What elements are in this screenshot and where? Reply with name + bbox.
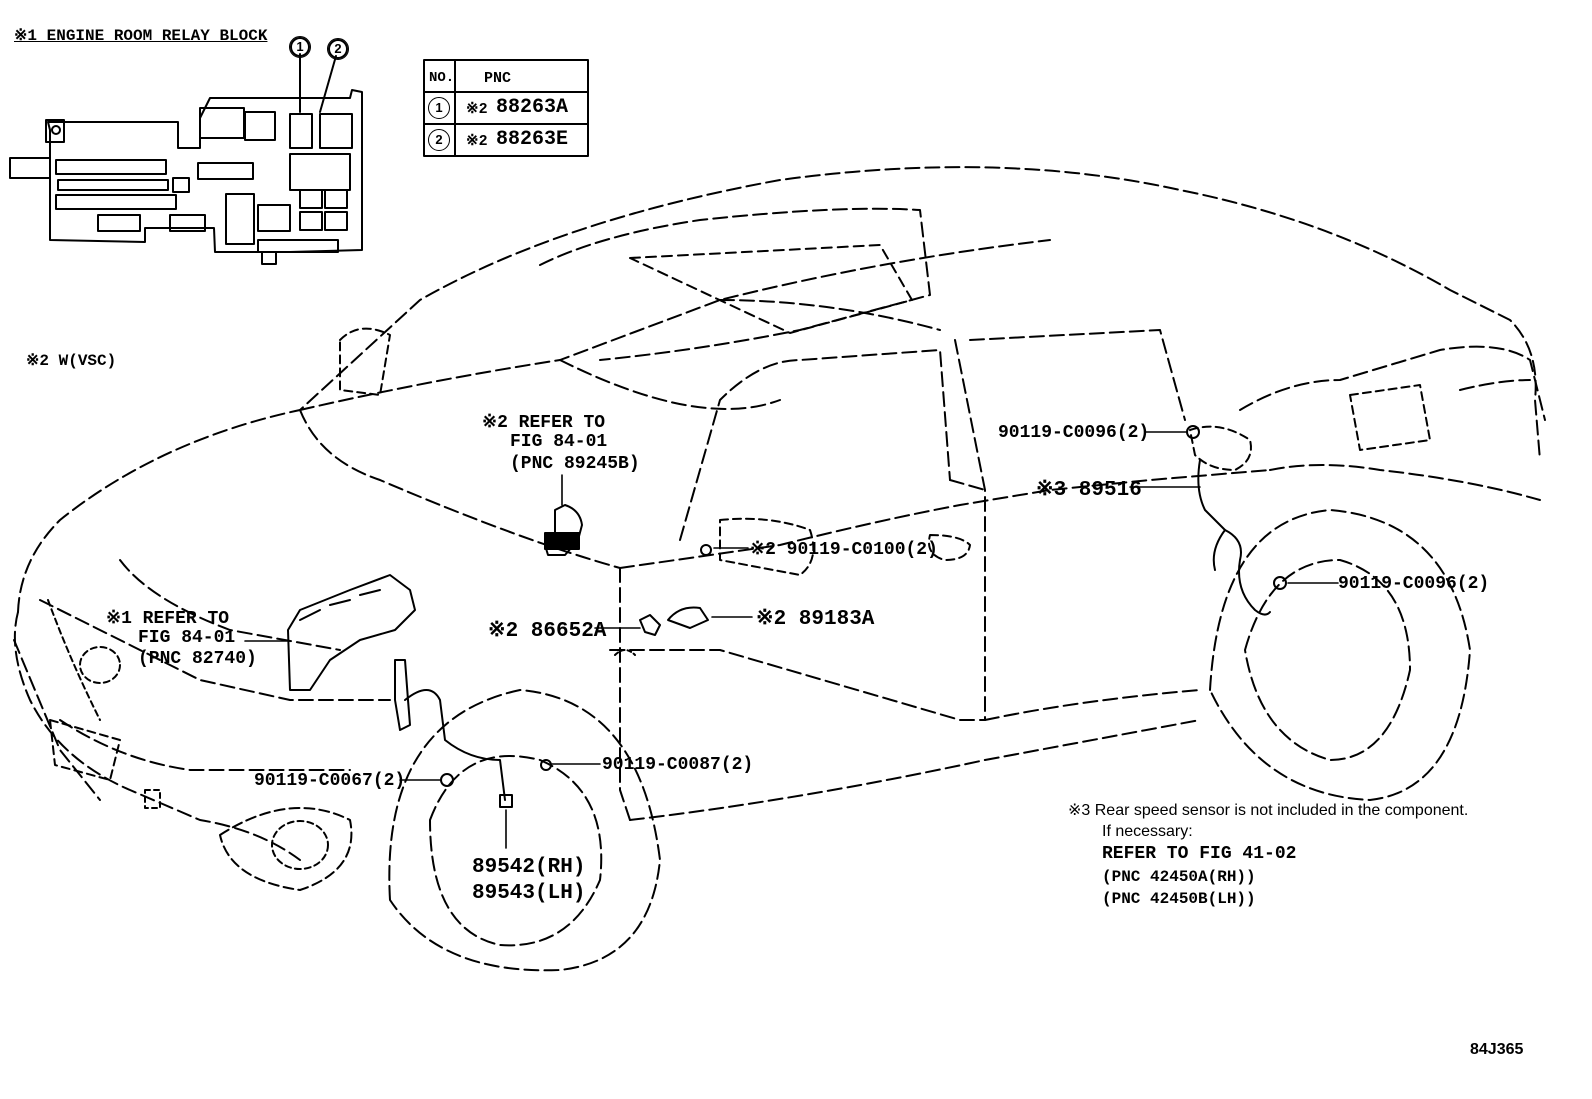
callout-2: 2 [327, 38, 349, 60]
pnc-table-grid [423, 59, 589, 157]
footnote-line2: If necessary: [1102, 823, 1193, 840]
pnc-table-header-no: NO. [429, 70, 455, 86]
footnote-line3: REFER TO FIG 41-02 [1102, 844, 1297, 864]
label-rear-sensor: ※3 89516 [1036, 479, 1142, 502]
label-bolt-front-right: 90119-C0087(2) [602, 755, 754, 775]
figure-code: 84J365 [1470, 1041, 1524, 1058]
front-wheel [388, 689, 661, 972]
pnc-row-1-pnc: 88263A [496, 96, 569, 119]
label-front-sensor-lh: 89543(LH) [472, 882, 586, 905]
footnote-line4: (PNC 42450A(RH)) [1102, 868, 1256, 886]
label-bracket-86652a: ※2 86652A [488, 620, 607, 643]
rear-wheel [1209, 509, 1471, 801]
refer-left-line1: ※1 REFER TO [106, 609, 230, 629]
refer-left-line3: (PNC 82740) [138, 649, 257, 669]
pnc-row-2-no: 2 [428, 129, 450, 151]
pnc-table-header-pnc: PNC [484, 70, 512, 87]
label-front-sensor-rh: 89542(RH) [472, 856, 586, 879]
footnote-line1: ※3 Rear speed sensor is not included in … [1068, 802, 1469, 819]
pnc-row-2-pnc: 88263E [496, 128, 569, 151]
refer-top-line1: ※2 REFER TO [482, 413, 606, 433]
pnc-row-2-prefix: ※2 [466, 133, 488, 150]
refer-top-line3: (PNC 89245B) [510, 454, 640, 474]
footnote-line5: (PNC 42450B(LH)) [1102, 890, 1256, 908]
label-bolt-rear-lower: 90119-C0096(2) [1338, 574, 1490, 594]
pnc-row-1-prefix: ※2 [466, 101, 488, 118]
car-body-outline [13, 166, 1546, 891]
relay-block-title: ※1 ENGINE ROOM RELAY BLOCK [14, 27, 268, 45]
refer-top-line2: FIG 84-01 [510, 432, 608, 452]
label-bolt-center: ※2 90119-C0100(2) [750, 540, 938, 560]
parts [287, 425, 1287, 808]
label-sensor-89183a: ※2 89183A [756, 608, 875, 631]
label-bolt-rear-upper: 90119-C0096(2) [998, 423, 1150, 443]
note-w-vsc: ※2 W(VSC) [26, 352, 117, 370]
refer-left-line2: FIG 84-01 [138, 628, 236, 648]
label-bolt-front-left: 90119-C0067(2) [254, 771, 406, 791]
callout-1: 1 [289, 36, 311, 58]
relay-block-drawing [9, 37, 363, 265]
leader-lines [244, 431, 1339, 849]
pnc-row-1-no: 1 [428, 97, 450, 119]
